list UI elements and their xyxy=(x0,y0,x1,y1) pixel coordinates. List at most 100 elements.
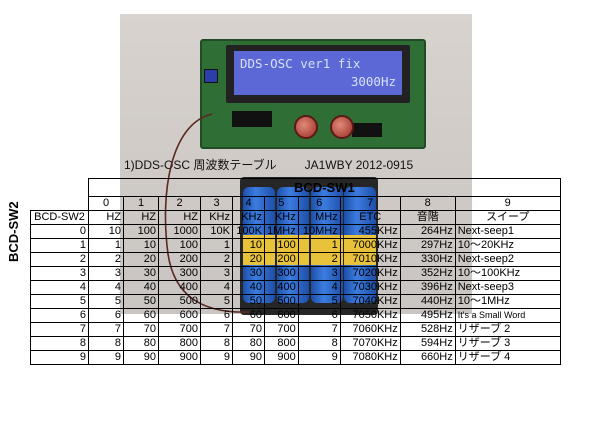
table-cell: 90 xyxy=(232,350,265,365)
table-cell: 100 xyxy=(264,238,299,253)
table-cell: 528Hz xyxy=(399,322,456,337)
row-sw2-value: 2 xyxy=(30,252,89,267)
table-cell: 7080KHz xyxy=(339,350,401,365)
table-cell: 5 xyxy=(200,294,233,309)
table-cell: 10MHz xyxy=(297,224,341,239)
table-cell: 7060KHz xyxy=(339,322,401,337)
table-cell: 264Hz xyxy=(399,224,456,239)
table-cell: 3 xyxy=(297,266,341,281)
table-cell: It's a Small Word xyxy=(454,308,561,323)
table-cell: 9 xyxy=(297,350,341,365)
table-cell: 10～100KHz xyxy=(454,266,561,281)
table-title-row: BCD-SW1 xyxy=(31,178,561,197)
table-cell: 30 xyxy=(232,266,265,281)
table-cell: 1 xyxy=(88,238,124,253)
column-unit: HZ xyxy=(158,210,201,225)
row-sw2-value: 9 xyxy=(30,350,89,365)
table-cell: 9 xyxy=(88,350,124,365)
table-cell: 7040KHz xyxy=(339,294,401,309)
table-cell: Next-seep3 xyxy=(454,280,561,295)
column-unit: ETC xyxy=(339,210,401,225)
table-cell: 50 xyxy=(123,294,159,309)
table-cell: 400 xyxy=(264,280,299,295)
table-cell: 8 xyxy=(200,336,233,351)
table-cell: 20 xyxy=(232,252,265,267)
table-cell: リザーブ 2 xyxy=(454,322,561,337)
table-cell: 5 xyxy=(88,294,124,309)
table-cell: 6 xyxy=(88,308,124,323)
table-cell: 7000KHz xyxy=(339,238,401,253)
table-cell: 7010KHz xyxy=(339,252,401,267)
table-cell: 10 xyxy=(123,238,159,253)
table-cell: 594Hz xyxy=(399,336,456,351)
table-cell: 200 xyxy=(158,252,201,267)
table-cell: 1 xyxy=(200,238,233,253)
column-number: 3 xyxy=(200,196,233,211)
table-cell: Next-seep2 xyxy=(454,252,561,267)
row-sw2-value: 0 xyxy=(30,224,89,239)
table-cell: 80 xyxy=(232,336,265,351)
table-cell: 10 xyxy=(88,224,124,239)
column-number: 1 xyxy=(123,196,159,211)
table-cell: 5 xyxy=(297,294,341,309)
column-unit: KHz xyxy=(264,210,299,225)
corner-label: BCD-SW2 xyxy=(30,210,89,225)
column-unit: HZ xyxy=(88,210,124,225)
table-cell: 10 xyxy=(232,238,265,253)
table-cell: 6 xyxy=(297,308,341,323)
table-cell: 440Hz xyxy=(399,294,456,309)
row-sw2-value: 3 xyxy=(30,266,89,281)
table-cell: 40 xyxy=(232,280,265,295)
trimmer-pot xyxy=(204,69,218,83)
table-cell: 100 xyxy=(123,224,159,239)
rotary-knob xyxy=(294,115,318,139)
side-label-bcd-sw2: BCD-SW2 xyxy=(6,201,21,262)
table-cell: 60 xyxy=(123,308,159,323)
column-number: 0 xyxy=(88,196,124,211)
table-cell: 800 xyxy=(264,336,299,351)
table-cell: 4 xyxy=(200,280,233,295)
table-cell: 500 xyxy=(158,294,201,309)
column-unit: MHz xyxy=(297,210,341,225)
column-unit: HZ xyxy=(123,210,159,225)
table-cell: 2 xyxy=(297,252,341,267)
lcd-module: DDS-OSC ver1 fix 3000Hz xyxy=(226,45,410,103)
ic-chip xyxy=(232,111,272,127)
table-cell: 2 xyxy=(200,252,233,267)
caption-author: JA1WBY 2012-0915 xyxy=(304,158,414,172)
table-cell: 297Hz xyxy=(399,238,456,253)
table-cell: 1000 xyxy=(158,224,201,239)
table-cell: 80 xyxy=(123,336,159,351)
column-number: 6 xyxy=(297,196,341,211)
column-unit: 音階 xyxy=(399,210,456,225)
table-cell: 330Hz xyxy=(399,252,456,267)
rotary-knob xyxy=(330,115,354,139)
table-title: BCD-SW1 xyxy=(88,178,561,197)
column-number: 7 xyxy=(339,196,401,211)
table-cell: 600 xyxy=(264,308,299,323)
table-cell: Next-seep1 xyxy=(454,224,561,239)
table-cell: 900 xyxy=(158,350,201,365)
row-sw2-value: 4 xyxy=(30,280,89,295)
table-cell: 70 xyxy=(123,322,159,337)
table-cell: 90 xyxy=(123,350,159,365)
table-cell: 50 xyxy=(232,294,265,309)
table-cell: 6 xyxy=(200,308,233,323)
row-sw2-value: 7 xyxy=(30,322,89,337)
table-cell: 10K xyxy=(200,224,233,239)
table-cell: 495Hz xyxy=(399,308,456,323)
table-cell: 352Hz xyxy=(399,266,456,281)
table-cell: 800 xyxy=(158,336,201,351)
row-sw2-value: 1 xyxy=(30,238,89,253)
column-unit: スイープ xyxy=(454,210,561,225)
